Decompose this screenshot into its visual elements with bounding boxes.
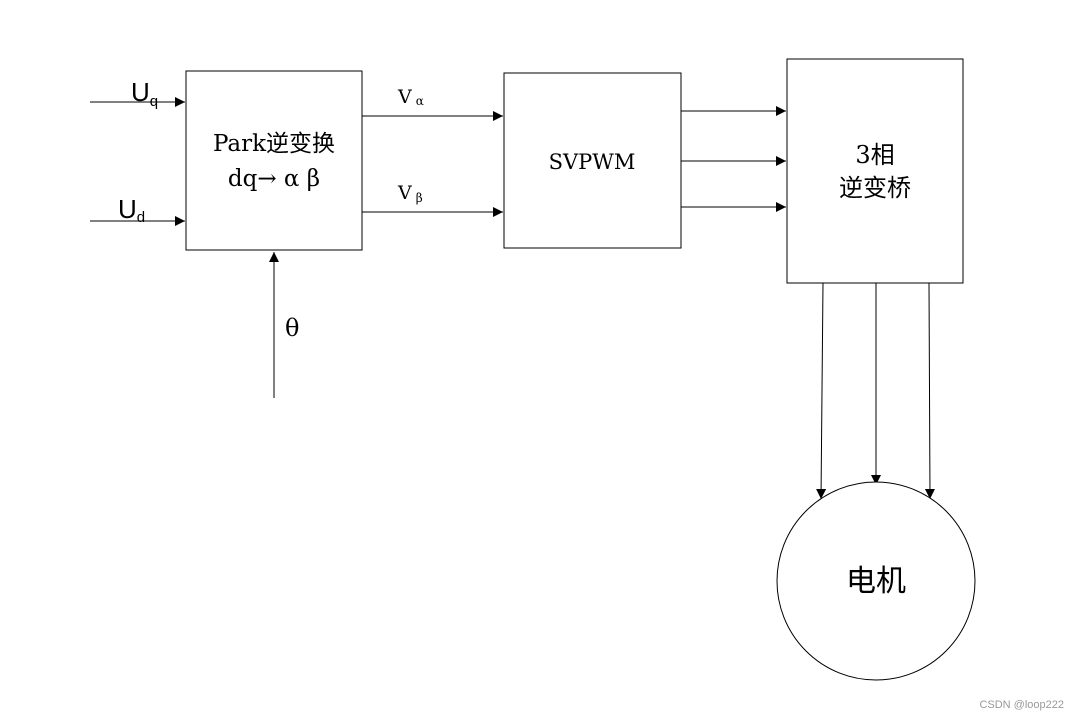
park-block-subtitle: dq→ α β bbox=[228, 166, 320, 192]
inverter-bridge-block bbox=[786, 58, 964, 284]
motor-circle bbox=[776, 481, 976, 681]
bridge-label-line2: 逆变桥 bbox=[839, 174, 911, 202]
ud-label: Ud bbox=[118, 194, 145, 226]
phase-arrow-1 bbox=[816, 282, 827, 500]
svpwm-block bbox=[503, 72, 682, 249]
phase-arrow-3 bbox=[924, 282, 935, 500]
theta-label: θ bbox=[285, 314, 299, 342]
motor-label: 电机 bbox=[846, 564, 906, 599]
watermark-text: CSDN @loop222 bbox=[979, 699, 1064, 711]
svpwm-label: SVPWM bbox=[549, 150, 636, 174]
bridge-label-line1: 3相 bbox=[855, 141, 894, 169]
park-inverse-block bbox=[185, 70, 363, 251]
uq-label: Uq bbox=[131, 77, 158, 110]
park-block-title: Park逆变换 bbox=[213, 131, 335, 157]
